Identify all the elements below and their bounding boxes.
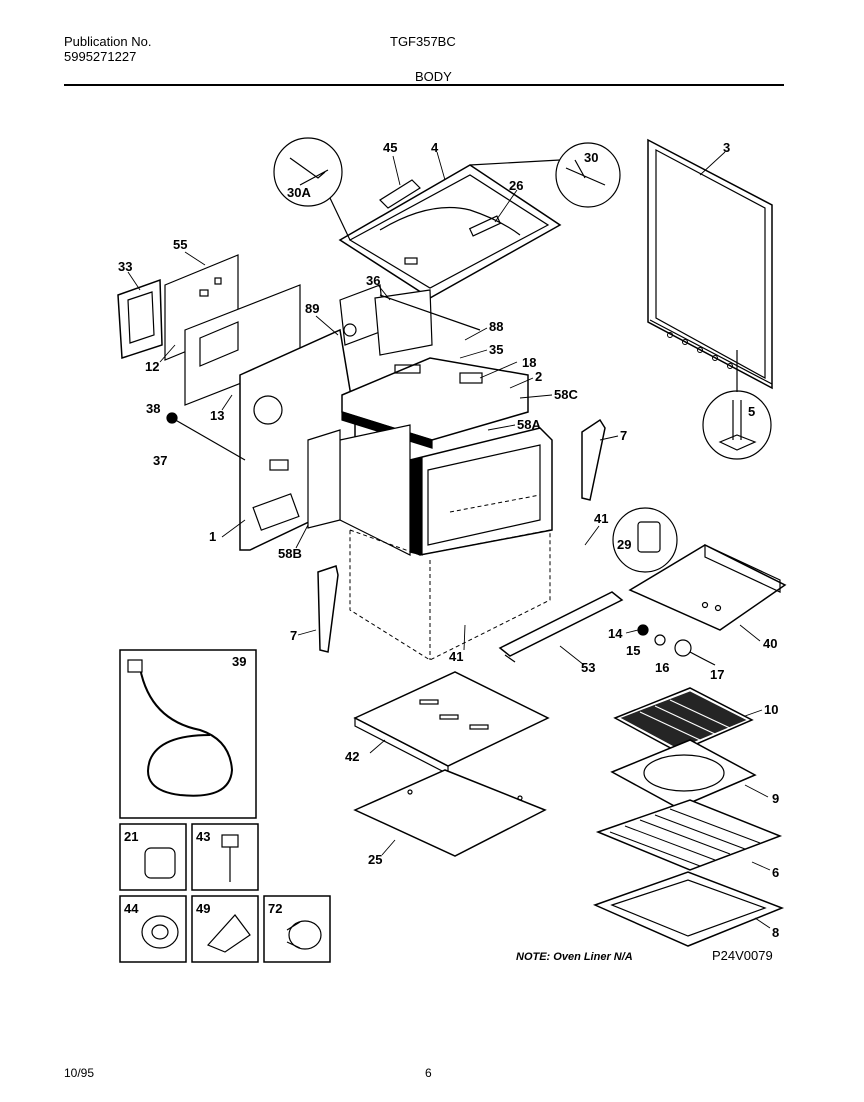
callout-12: 12 (145, 359, 159, 374)
oven-rack-part (595, 799, 783, 871)
callout-37: 37 (153, 453, 167, 468)
oven-liner-note: NOTE: Oven Liner N/A (516, 951, 633, 963)
callout-58b: 58B (278, 546, 302, 561)
callout-41-right: 41 (594, 511, 608, 526)
section-title: BODY (415, 69, 452, 84)
callout-30: 30 (584, 150, 598, 165)
callout-72: 72 (268, 901, 282, 916)
bracket-part-45 (379, 179, 421, 209)
callout-2: 2 (535, 369, 542, 384)
footer-page-number: 6 (425, 1066, 432, 1080)
callout-17: 17 (710, 667, 724, 682)
callout-44: 44 (124, 901, 139, 916)
callout-58c: 58C (554, 387, 578, 402)
callout-55: 55 (173, 237, 187, 252)
side-panel-part (647, 138, 773, 390)
callout-9: 9 (772, 791, 779, 806)
model-number: TGF357BC (390, 34, 456, 49)
callout-58a: 58A (517, 417, 541, 432)
leader-lines (127, 151, 771, 929)
front-frame-part (409, 427, 553, 556)
detail-circle-5 (702, 390, 772, 460)
callout-29: 29 (617, 537, 631, 552)
wire-part-37 (166, 412, 246, 461)
publication-number: 5995271227 (64, 49, 137, 64)
bottom-panel-part (353, 671, 550, 775)
publication-label: Publication No. (64, 34, 152, 49)
drawer-frame-part (628, 544, 787, 631)
inset-part-44 (119, 895, 187, 963)
callout-15: 15 (626, 643, 640, 658)
callout-13: 13 (210, 408, 224, 423)
callout-35: 35 (489, 342, 503, 357)
callout-89: 89 (305, 301, 319, 316)
callout-43: 43 (196, 829, 210, 844)
callout-41-left: 41 (449, 649, 463, 664)
detail-circle-30 (555, 142, 621, 208)
kick-plate-part (498, 591, 624, 663)
callout-26: 26 (509, 178, 523, 193)
callout-16: 16 (655, 660, 669, 675)
hinge-part-left (317, 565, 339, 653)
inset-part-43 (191, 823, 259, 891)
inset-part-72 (263, 895, 331, 963)
callout-4: 4 (431, 140, 439, 155)
detail-circle-29 (612, 507, 678, 573)
callout-53: 53 (581, 660, 595, 675)
oven-bottom-part (592, 871, 785, 947)
callout-38: 38 (146, 401, 160, 416)
bracket-part-33 (117, 278, 163, 360)
callout-10: 10 (764, 702, 778, 717)
valve-assembly-part (339, 284, 481, 356)
inset-part-21 (119, 823, 187, 891)
callout-6: 6 (772, 865, 779, 880)
hinge-part-right (581, 418, 606, 501)
inset-power-cord (119, 649, 257, 819)
callout-3: 3 (723, 140, 730, 155)
cabinet-body-part (307, 424, 411, 556)
callout-42: 42 (345, 749, 359, 764)
callout-8: 8 (772, 925, 779, 940)
callout-88: 88 (489, 319, 503, 334)
broiler-pan-part (610, 739, 757, 809)
footer-date: 10/95 (64, 1066, 95, 1080)
callout-45: 45 (383, 140, 397, 155)
oven-liner-outline (349, 494, 551, 661)
callout-7-right: 7 (620, 428, 627, 443)
top-panel-part (338, 164, 562, 299)
callout-36: 36 (366, 273, 380, 288)
callout-14: 14 (608, 626, 623, 641)
callout-25: 25 (368, 852, 382, 867)
callout-21: 21 (124, 829, 138, 844)
callout-7-left: 7 (290, 628, 297, 643)
inset-part-49 (191, 895, 259, 963)
callout-39: 39 (232, 654, 246, 669)
bottom-cover-part (353, 769, 547, 857)
header-rule (64, 84, 784, 86)
callout-1: 1 (209, 529, 216, 544)
broiler-grid-part (613, 687, 754, 753)
callout-5: 5 (748, 404, 755, 419)
callout-33: 33 (118, 259, 132, 274)
callout-40: 40 (763, 636, 777, 651)
diagram-code: P24V0079 (712, 948, 773, 963)
callout-18: 18 (522, 355, 536, 370)
callout-30a: 30A (287, 185, 311, 200)
knob-parts (637, 624, 716, 666)
callout-49: 49 (196, 901, 210, 916)
detail-circle-30a (273, 137, 343, 207)
